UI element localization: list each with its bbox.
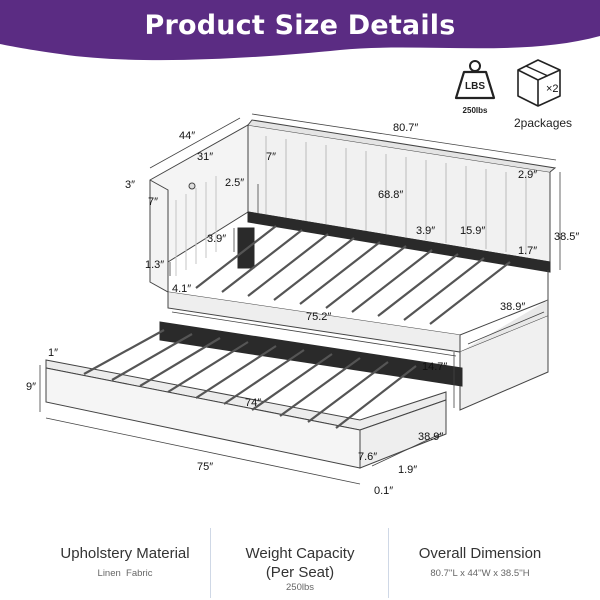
banner-wave <box>0 0 600 61</box>
dim-slat-gap: 3.9″ <box>416 225 436 237</box>
main-slats <box>195 225 511 325</box>
package-count-badge: ×2 <box>546 83 559 95</box>
dim-trundle-height: 9″ <box>26 381 37 393</box>
dim-frame-length: 75.2″ <box>306 311 332 323</box>
dim-arm-inner: 31″ <box>197 151 214 163</box>
dim-frame-side: 4.1″ <box>172 283 192 295</box>
dim-arm-gap: 2.5″ <box>225 177 245 189</box>
dim-right-arm: 2.9″ <box>518 169 538 181</box>
dim-arm-side: 3″ <box>125 179 136 191</box>
dim-leg-left: 1.3″ <box>145 259 165 271</box>
dim-left-low: 3.9″ <box>207 233 227 245</box>
dim-back-width: 68.8″ <box>378 189 404 201</box>
spec-value: 250lbs <box>286 582 314 593</box>
package-box-icon <box>517 59 561 107</box>
package-label: 2packages <box>514 116 573 130</box>
dim-frame-depth: 38.9″ <box>500 301 526 313</box>
spec-title: Weight Capacity (Per Seat) <box>245 545 355 581</box>
trundle-rail <box>159 321 463 387</box>
dim-caster-clear: 1.9″ <box>398 464 418 476</box>
daybed-diagram <box>39 113 561 485</box>
spec-title: Upholstery Material <box>60 545 190 562</box>
spec-divider <box>210 528 211 598</box>
backrest-tufting <box>265 136 527 255</box>
dim-back-top: 7″ <box>266 151 277 163</box>
dim-trundle-depth: 38.9″ <box>418 431 444 443</box>
weight-badge: LBS 250lbs <box>452 58 498 116</box>
spec-value: Linen Fabric <box>97 568 153 579</box>
weight-icon <box>454 60 496 100</box>
dim-arm-front: 7″ <box>148 196 159 208</box>
spec-upholstery: Upholstery Material Linen Fabric <box>40 544 210 579</box>
dim-leg-right: 1.7″ <box>518 245 538 257</box>
dim-panel-height: 15.9″ <box>460 225 486 237</box>
dim-caster-height: 7.6″ <box>358 451 378 463</box>
dim-trundle-length: 75″ <box>197 461 214 473</box>
weight-value: 250lbs <box>462 106 488 115</box>
dim-depth-top: 44″ <box>179 130 196 142</box>
spec-weight-capacity: Weight Capacity (Per Seat) 250lbs <box>215 544 385 593</box>
spec-divider <box>388 528 389 598</box>
page-title: Product Size Details <box>144 10 456 41</box>
spec-overall-dimension: Overall Dimension 80.7''L x 44''W x 38.5… <box>390 544 570 579</box>
dim-trundle-gap: 14.7″ <box>422 361 448 373</box>
dim-trundle-slats: 74″ <box>245 397 262 409</box>
trundle-slats <box>83 329 417 429</box>
dim-length-top: 80.7″ <box>393 122 419 134</box>
spec-value: 80.7''L x 44''W x 38.5''H <box>430 568 530 579</box>
header-banner: Product Size Details <box>0 0 600 70</box>
weight-icon-label: LBS <box>465 81 485 92</box>
spec-title: Overall Dimension <box>418 545 542 562</box>
spec-footer: Upholstery Material Linen Fabric Weight … <box>0 528 600 600</box>
dim-height-total: 38.5″ <box>554 231 580 243</box>
dim-trundle-leg: 1″ <box>48 347 59 359</box>
dim-caster-floor: 0.1″ <box>374 485 394 497</box>
package-badge: ×2 2packages <box>512 56 580 130</box>
